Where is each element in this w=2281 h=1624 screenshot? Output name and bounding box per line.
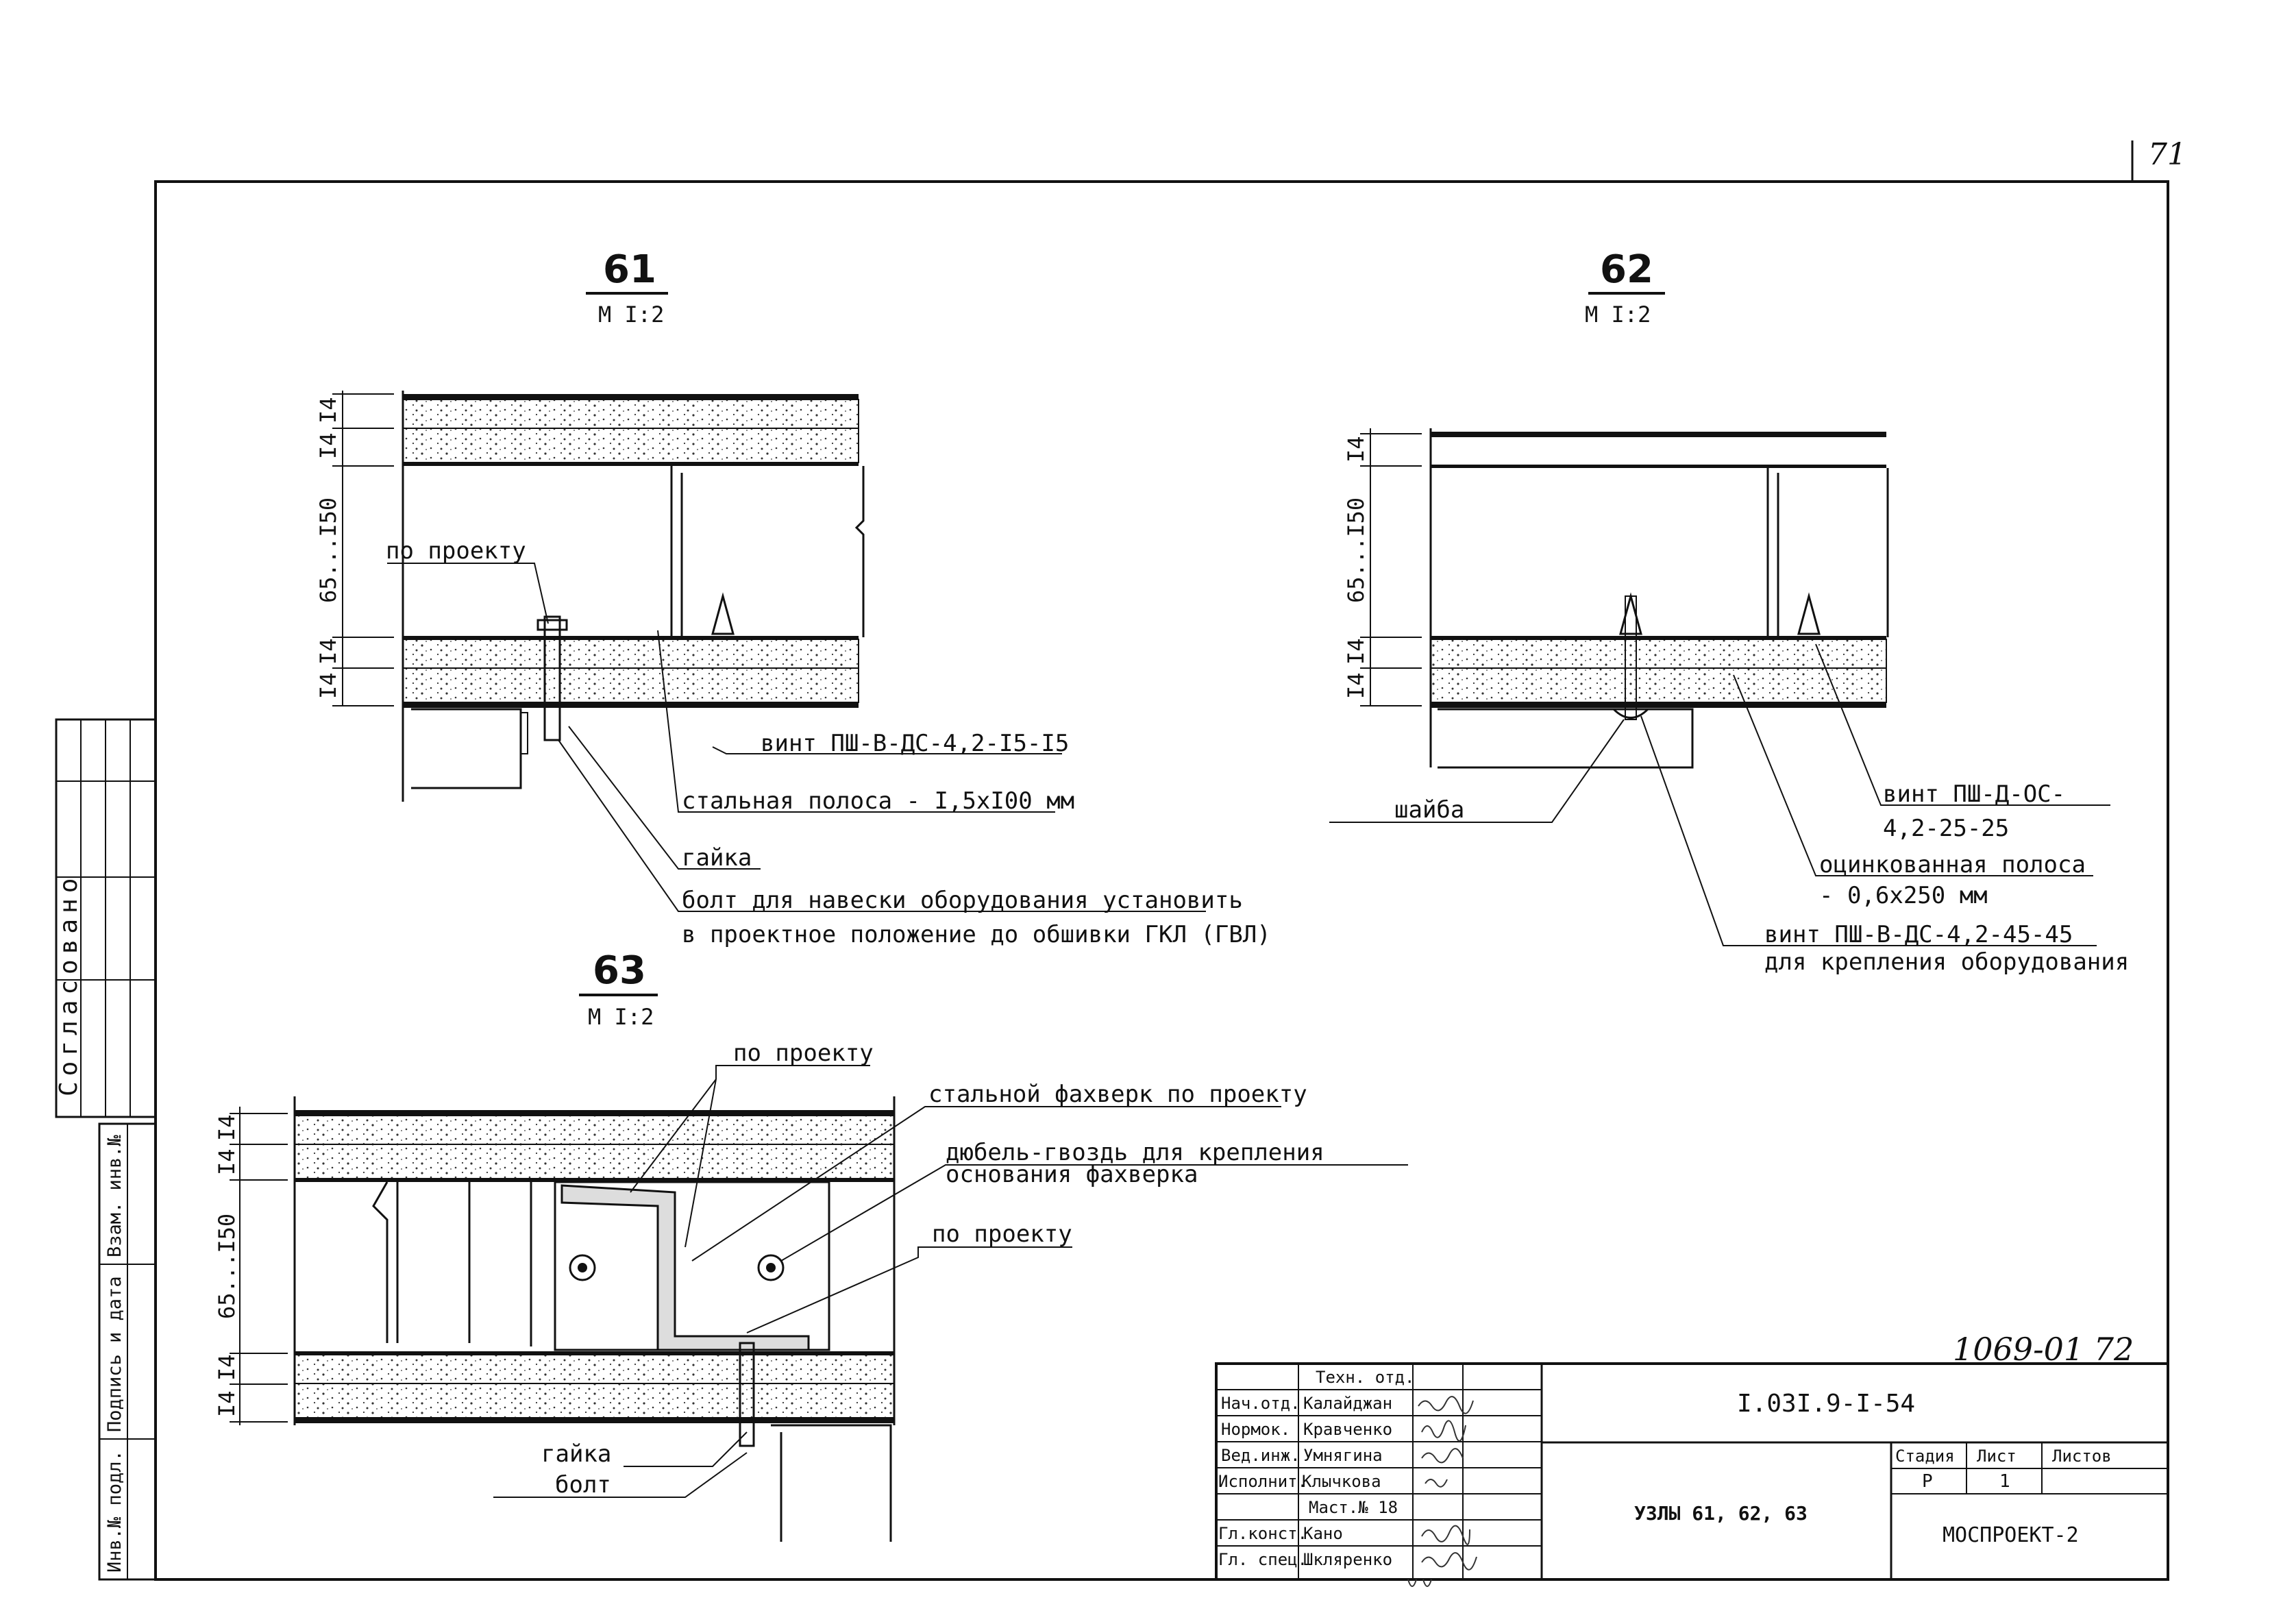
detail-62-label-shaiba: шайба <box>1394 796 1464 824</box>
detail-61-number: 61 <box>603 247 656 292</box>
detail-62: 62 М I:2 I4 65...I50 I4 I4 <box>1329 247 2129 976</box>
detail-61-scale: М I:2 <box>598 302 664 328</box>
tb-name-1: Калайджан <box>1303 1394 1392 1413</box>
detail-62-label-vint-1: винт ПШ-Д-ОС- <box>1883 780 2065 808</box>
detail-61-dim-4: I4 <box>315 638 341 665</box>
side-label-replace: Взам. инв.№ <box>104 1134 125 1257</box>
tb-role-1: Нач.отд. <box>1221 1394 1300 1413</box>
detail-61-boards <box>402 391 859 802</box>
detail-63-scale: М I:2 <box>588 1004 654 1030</box>
tb-role-7: Гл. спец. <box>1218 1550 1307 1569</box>
detail-63-label-dubel-1: дюбель-гвоздь для крепления <box>946 1139 1324 1166</box>
detail-62-label-polosa-1: оцинкованная полоса <box>1819 851 2086 878</box>
detail-61-dim-5: I4 <box>315 672 341 699</box>
detail-62-scale: М I:2 <box>1585 302 1651 328</box>
detail-62-dim-1: I4 <box>1343 436 1369 463</box>
tb-title: УЗЛЫ 61, 62, 63 <box>1634 1502 1808 1525</box>
tb-name-0: Техн. отд. <box>1316 1368 1415 1387</box>
tb-sheet: 1 <box>1999 1471 2010 1492</box>
tb-name-3: Умнягина <box>1303 1446 1383 1465</box>
detail-61-label-vint: винт ПШ-В-ДС-4,2-I5-I5 <box>761 730 1069 757</box>
tb-sheets-header: Листов <box>2052 1447 2112 1466</box>
detail-62-dim-2: 65...I50 <box>1343 497 1369 603</box>
tb-stage-header: Стадия <box>1895 1447 1955 1466</box>
dowel-left-icon <box>569 1254 596 1281</box>
detail-63-label-po-proektu-top: по проекту <box>733 1039 874 1067</box>
detail-62-number: 62 <box>1600 247 1653 292</box>
detail-61-label-po-proektu: по проекту <box>386 537 526 565</box>
detail-62-dimensions: I4 65...I50 I4 I4 <box>1343 428 1422 706</box>
detail-63-dim-5: I4 <box>214 1390 240 1417</box>
detail-61-label-gaika: гайка <box>682 844 752 872</box>
tb-role-6: Гл.конст. <box>1218 1524 1307 1543</box>
side-stamp-title: Согласовано <box>55 873 83 1096</box>
detail-61-dim-3: 65...I50 <box>315 497 341 603</box>
detail-62-label-vint-2: 4,2-25-25 <box>1883 815 2009 842</box>
detail-63-dim-4: I4 <box>214 1354 240 1381</box>
signatures <box>1407 1396 1477 1587</box>
tb-role-4: Исполнит. <box>1218 1472 1307 1491</box>
page-number: 71 <box>2148 137 2186 172</box>
tb-name-4: Клычкова <box>1302 1472 1381 1491</box>
tb-name-7: Шкляренко <box>1303 1550 1392 1569</box>
tb-stage: Р <box>1922 1471 1933 1492</box>
detail-62-label-polosa-2: - 0,6x250 мм <box>1819 882 1988 909</box>
detail-62-label-vint2-1: винт ПШ-В-ДС-4,2-45-45 <box>1764 921 2073 948</box>
tb-role-3: Вед.инж. <box>1221 1446 1300 1465</box>
detail-62-boards <box>1429 428 1887 769</box>
detail-61-label-bolt-1: болт для навески оборудования установить <box>682 887 1243 914</box>
archive-number: 1069-01 72 <box>1953 1331 2134 1368</box>
detail-61: 61 М I:2 <box>315 247 1271 948</box>
detail-63-dim-3: 65...I50 <box>214 1214 240 1319</box>
detail-63-label-bolt: болт <box>555 1471 611 1499</box>
tb-name-5: Маст.№ 18 <box>1309 1498 1398 1517</box>
detail-63: 63 М I:2 <box>214 948 1408 1542</box>
side-label-signature: Подпись и дата <box>104 1276 125 1432</box>
tb-org: МОСПРОЕКТ-2 <box>1943 1523 2079 1547</box>
side-label-inv: Инв.№ подл. <box>104 1450 125 1573</box>
side-stamp: Согласовано Инв.№ подл. Подпись и дата В… <box>55 718 157 1581</box>
detail-61-dimensions: I4 I4 65...I50 I4 I4 <box>315 391 394 706</box>
detail-63-dim-1: I4 <box>214 1114 240 1141</box>
detail-62-dim-3: I4 <box>1343 638 1369 665</box>
detail-63-label-fahverk: стальной фахверк по проекту <box>928 1081 1307 1108</box>
detail-63-boards <box>293 1096 896 1425</box>
detail-61-label-bolt-2: в проектное положение до обшивки ГКЛ (ГВ… <box>682 921 1271 948</box>
detail-63-dimensions: I4 I4 65...I50 I4 I4 <box>214 1107 288 1425</box>
tb-role-2: Нормок. <box>1221 1420 1290 1439</box>
tb-sheet-header: Лист <box>1977 1447 2017 1466</box>
detail-63-dim-2: I4 <box>214 1148 240 1175</box>
tb-name-6: Кано <box>1303 1524 1343 1543</box>
detail-63-label-gaika: гайка <box>541 1440 611 1468</box>
detail-61-dim-1: I4 <box>315 397 341 423</box>
dowel-right-icon <box>757 1254 785 1281</box>
detail-63-number: 63 <box>593 948 646 993</box>
detail-61-dim-2: I4 <box>315 432 341 459</box>
tb-name-2: Кравченко <box>1303 1420 1392 1439</box>
detail-63-label-po-proektu-right: по проекту <box>932 1220 1072 1248</box>
detail-62-dim-4: I4 <box>1343 672 1369 699</box>
title-block: Техн. отд. Нач.отд. Калайджан Нормок. Кр… <box>1215 1362 2169 1587</box>
detail-62-label-vint2-2: для крепления оборудования <box>1764 948 2129 976</box>
detail-63-label-dubel-2: основания фахверка <box>946 1161 1198 1188</box>
detail-61-label-polosa: стальная полоса - I,5xI00 мм <box>682 787 1074 815</box>
tb-doc-code: I.03I.9-I-54 <box>1737 1390 1915 1418</box>
